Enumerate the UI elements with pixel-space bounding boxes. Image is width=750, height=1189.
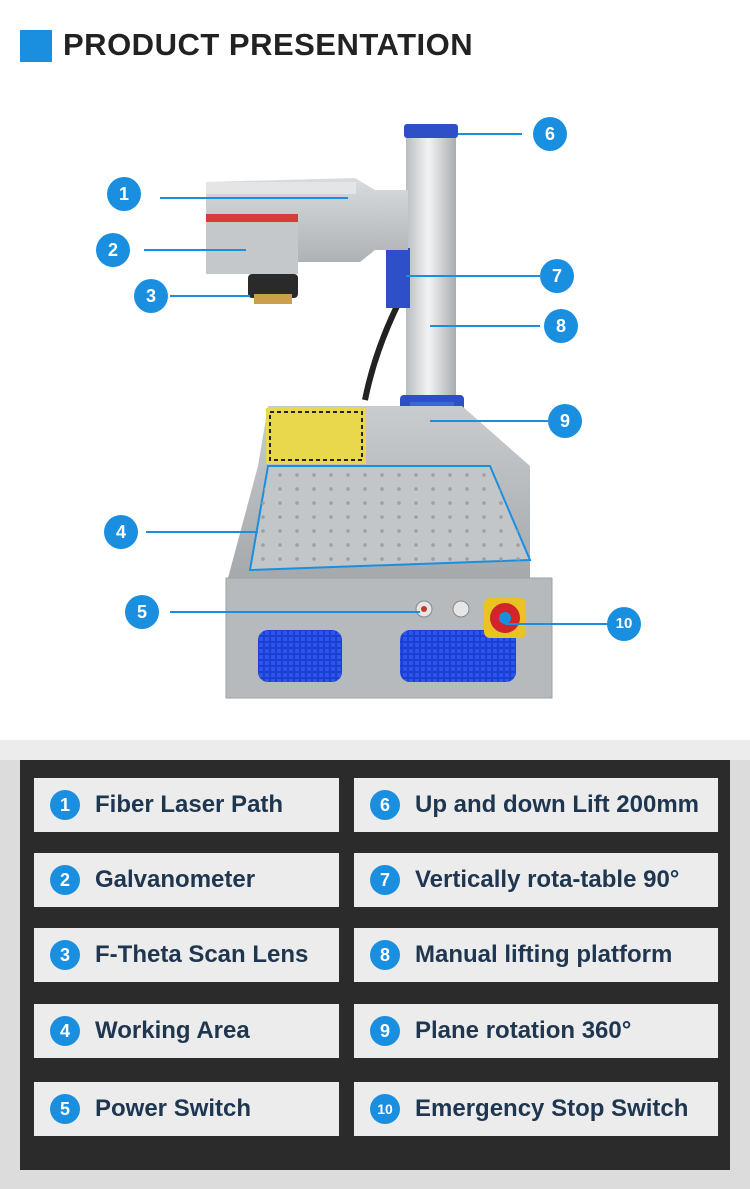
legend-item: 3 F-Theta Scan Lens <box>34 928 339 982</box>
legend-label: Fiber Laser Path <box>95 791 284 818</box>
legend-item: 9 Plane rotation 360° <box>354 1004 718 1058</box>
legend-number-badge: 8 <box>370 940 400 970</box>
legend-item: 8 Manual lifting platform <box>354 928 718 982</box>
legend-number-badge: 6 <box>370 790 400 820</box>
callout-6: 6 <box>533 117 567 151</box>
callout-4: 4 <box>104 515 138 549</box>
legend-frame-left <box>0 760 20 1170</box>
legend-item: 1 Fiber Laser Path <box>34 778 339 832</box>
page-title: PRODUCT PRESENTATION <box>63 27 474 62</box>
legend-label: Vertically rota-table 90° <box>415 866 680 893</box>
legend-label: Power Switch <box>95 1095 252 1122</box>
laser-marker-machine-image <box>144 124 608 699</box>
legend-label: Working Area <box>95 1017 250 1044</box>
legend-frame-bottom <box>0 1170 750 1189</box>
legend-label: Galvanometer <box>95 866 256 893</box>
legend-item: 2 Galvanometer <box>34 853 339 907</box>
header: PRODUCT PRESENTATION <box>0 0 750 90</box>
legend-item: 7 Vertically rota-table 90° <box>354 853 718 907</box>
legend-item: 10 Emergency Stop Switch <box>354 1082 718 1136</box>
callout-10: 10 <box>607 607 641 641</box>
callout-5: 5 <box>125 595 159 629</box>
legend-number-badge: 3 <box>50 940 80 970</box>
legend-number-badge: 9 <box>370 1016 400 1046</box>
callout-3: 3 <box>134 279 168 313</box>
callout-8: 8 <box>544 309 578 343</box>
legend-item: 6 Up and down Lift 200mm <box>354 778 718 832</box>
legend-label: Up and down Lift 200mm <box>415 791 700 818</box>
legend-frame-right <box>730 760 750 1170</box>
legend-number-badge: 4 <box>50 1016 80 1046</box>
callout-9: 9 <box>548 404 582 438</box>
legend-label: Plane rotation 360° <box>415 1017 632 1044</box>
legend-label: Emergency Stop Switch <box>415 1095 689 1122</box>
callout-2: 2 <box>96 233 130 267</box>
callout-1: 1 <box>107 177 141 211</box>
callout-7: 7 <box>540 259 574 293</box>
machine-illustration: 1 2 3 4 5 6 7 8 9 10 <box>0 90 750 730</box>
legend-number-badge: 10 <box>370 1094 400 1124</box>
header-square-icon <box>20 30 52 62</box>
legend-label: F-Theta Scan Lens <box>95 941 309 968</box>
legend-frame-top <box>0 740 750 760</box>
legend-item: 5 Power Switch <box>34 1082 339 1136</box>
legend-number-badge: 1 <box>50 790 80 820</box>
legend-label: Manual lifting platform <box>415 941 673 968</box>
legend-number-badge: 5 <box>50 1094 80 1124</box>
legend-number-badge: 2 <box>50 865 80 895</box>
legend-item: 4 Working Area <box>34 1004 339 1058</box>
legend-number-badge: 7 <box>370 865 400 895</box>
